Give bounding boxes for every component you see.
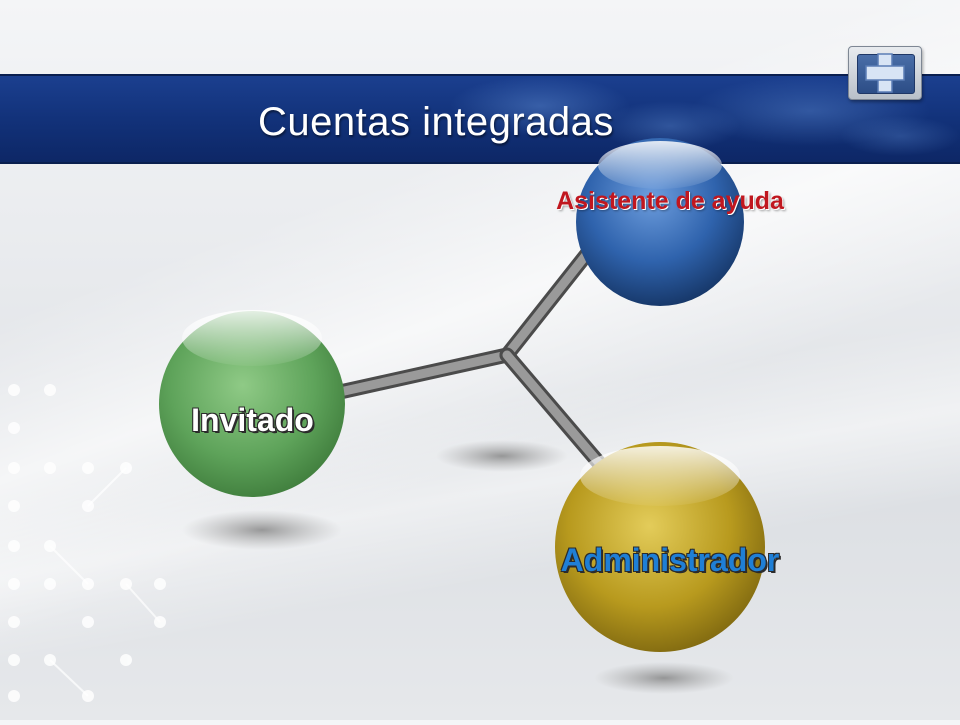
guest-node: [159, 310, 345, 497]
connector-lines: [332, 242, 613, 478]
admin-node-label: Administrador: [560, 542, 780, 578]
title-banner: [0, 74, 960, 164]
corner-badge: [848, 46, 922, 100]
slide-title: Cuentas integradas: [258, 100, 614, 144]
guest-node-label: Invitado: [191, 402, 314, 438]
helper-node: [576, 138, 744, 306]
admin-node-shadow: [594, 662, 734, 694]
guest-node-shadow: [182, 510, 342, 550]
dot-grid-decoration: [0, 370, 300, 725]
hub-shadow: [436, 440, 568, 472]
plus-cross-icon: [865, 53, 905, 93]
admin-node: [555, 442, 765, 652]
helper-node-label: Asistente de ayuda: [556, 187, 784, 215]
